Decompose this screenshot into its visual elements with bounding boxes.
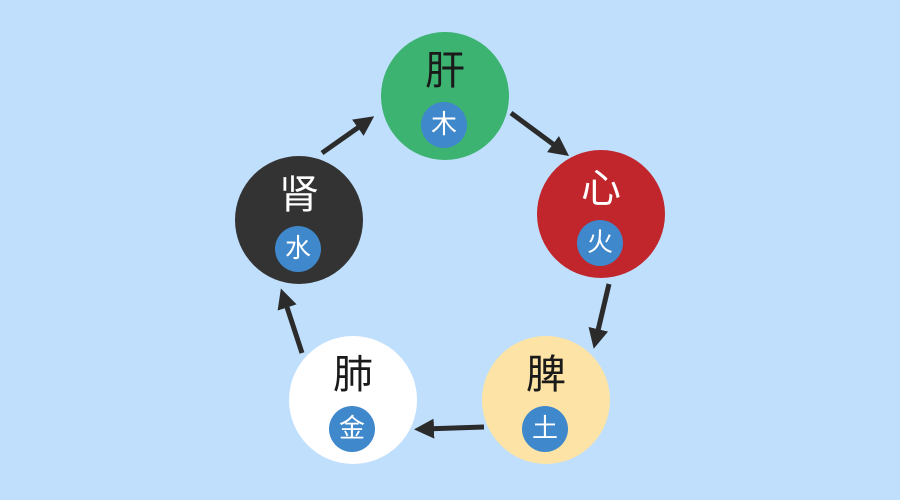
node-lung: 肺 金 <box>289 336 417 464</box>
element-badge-fire: 火 <box>577 220 623 266</box>
node-spleen: 脾 土 <box>482 336 610 464</box>
arrow-kidney-to-liver <box>320 116 375 156</box>
arrow-heart-to-spleen <box>588 283 612 349</box>
organ-label-heart: 心 <box>581 166 621 212</box>
element-badge-earth: 土 <box>522 406 568 452</box>
organ-label-kidney: 肾 <box>279 172 319 218</box>
organ-label-lung: 肺 <box>333 352 373 398</box>
node-liver: 肝 木 <box>381 32 509 160</box>
node-kidney: 肾 水 <box>235 156 363 284</box>
arrow-spleen-to-lung <box>414 418 485 439</box>
arrow-lung-to-kidney <box>277 288 305 354</box>
element-badge-metal: 金 <box>329 406 375 452</box>
node-heart: 心 火 <box>537 150 665 278</box>
arrow-liver-to-heart <box>509 110 570 156</box>
element-badge-wood: 木 <box>421 102 467 148</box>
organ-label-liver: 肝 <box>425 48 465 94</box>
element-badge-water: 水 <box>275 226 321 272</box>
organ-label-spleen: 脾 <box>526 352 566 398</box>
